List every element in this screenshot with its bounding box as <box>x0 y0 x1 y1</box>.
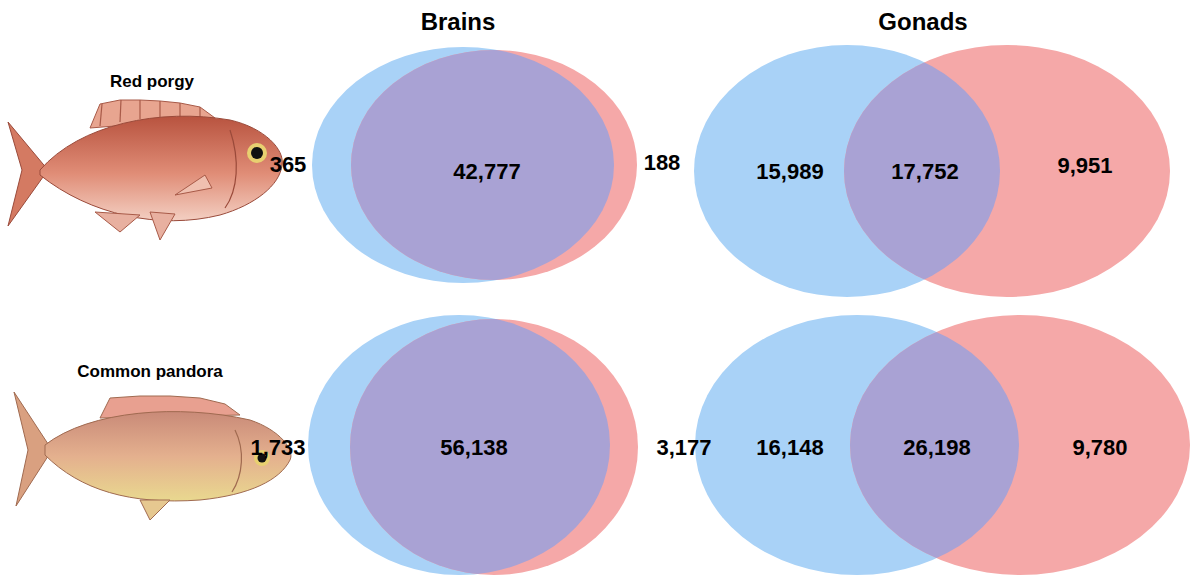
count: 188 <box>644 151 681 175</box>
blue-set <box>312 47 614 283</box>
blue-set <box>695 315 1019 575</box>
species-name: Red porgy <box>110 73 194 92</box>
count: 17,752 <box>891 160 958 184</box>
overlap-region <box>694 45 1000 297</box>
count: 56,138 <box>440 436 507 460</box>
count: 365 <box>270 153 307 177</box>
venn-diagram <box>308 315 638 575</box>
column-heading: Brains <box>421 9 496 35</box>
count: 9,951 <box>1057 154 1112 178</box>
count: 3,177 <box>656 436 711 460</box>
blue-set <box>308 315 610 575</box>
column-heading: Gonads <box>878 9 967 35</box>
count: 42,777 <box>453 160 520 184</box>
overlap-region <box>695 315 1019 575</box>
common-pandora-fish <box>14 392 291 520</box>
count: 26,198 <box>903 436 970 460</box>
red-porgy-fish <box>8 100 282 240</box>
venn-diagram <box>694 45 1170 297</box>
blue-set <box>694 45 1000 297</box>
count: 15,989 <box>756 160 823 184</box>
species-name: Common pandora <box>77 363 222 382</box>
count: 9,780 <box>1072 436 1127 460</box>
count: 1,733 <box>250 436 305 460</box>
venn-diagram <box>312 47 637 283</box>
overlap-region <box>312 47 614 283</box>
venn-diagram <box>695 315 1190 575</box>
overlap-region <box>308 315 610 575</box>
count: 16,148 <box>756 436 823 460</box>
